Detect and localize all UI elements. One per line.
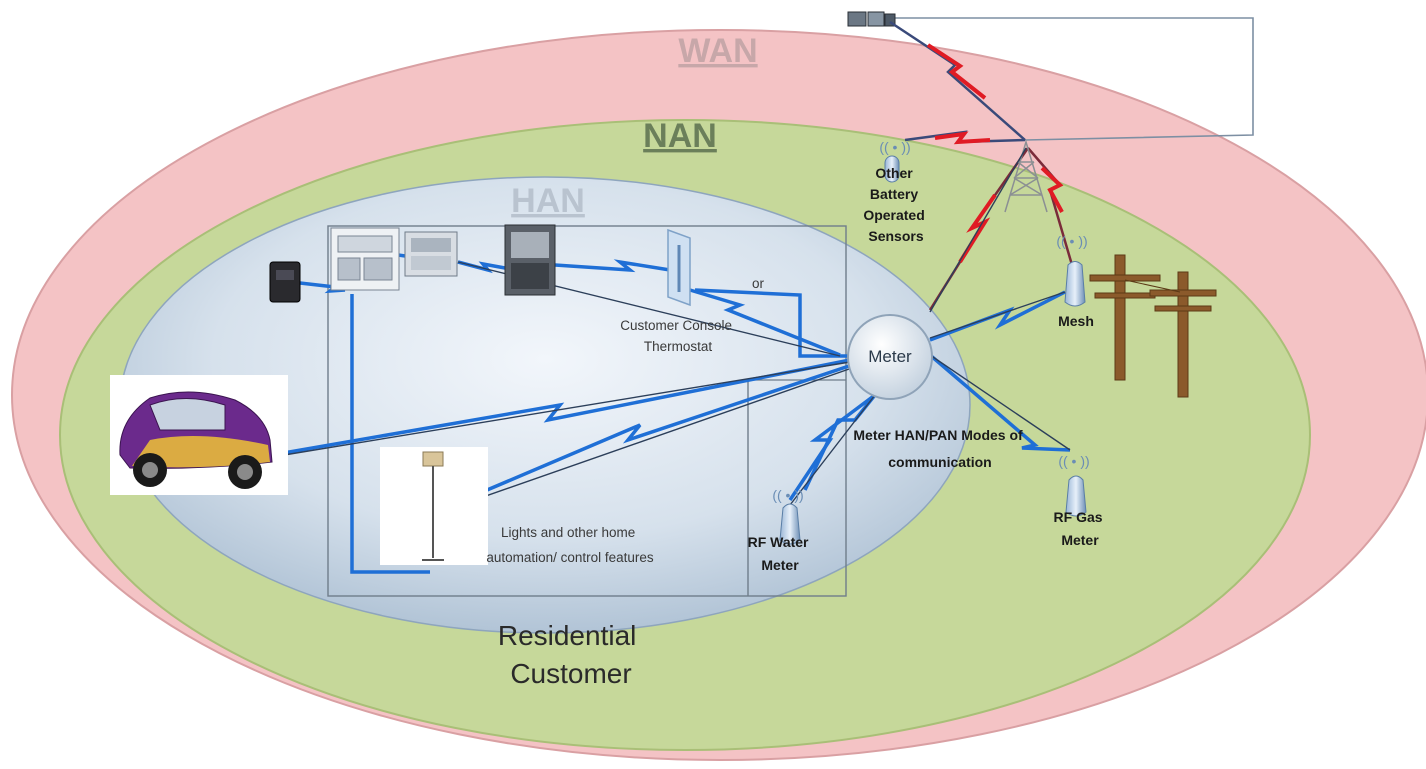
or-label: or (752, 276, 765, 291)
gas-meter-label: RF Gas Meter (1054, 509, 1107, 548)
gas-meter-pod-icon: (( • )) (1058, 453, 1090, 517)
mesh-pod-icon: (( • )) (1056, 233, 1088, 307)
svg-text:(( • )): (( • )) (879, 139, 910, 155)
thermostat-icon (667, 228, 691, 307)
water-meter-pod-icon: (( • )) (772, 487, 804, 545)
collector-icon (847, 11, 896, 27)
svg-text:(( • )): (( • )) (1056, 233, 1087, 249)
lights-label: Lights and other home automation/ contro… (486, 525, 654, 565)
han-links (271, 253, 1071, 574)
lamp-icon (380, 447, 488, 565)
nan-title: NAN (643, 117, 717, 155)
battery-sensors-label: Other Battery Operated Sensors (863, 165, 928, 244)
console-label: Customer Console Thermostat (620, 318, 736, 354)
modes-label: Meter HAN/PAN Modes of communication (853, 427, 1026, 470)
smart-meter-icon (847, 314, 933, 400)
wan-title: WAN (678, 32, 757, 70)
residential-customer-label: Residential Customer (498, 620, 644, 689)
electric-car-icon (110, 375, 288, 495)
water-meter-label: RF Water Meter (748, 534, 813, 573)
svg-text:(( • )): (( • )) (1058, 453, 1089, 469)
control-panel-icon (330, 227, 400, 291)
tower-icon (1004, 139, 1048, 213)
display-unit-icon (269, 261, 301, 303)
home-frame (327, 225, 847, 597)
wan-links (889, 20, 1074, 311)
meter-label: Meter (868, 347, 912, 366)
appliance-icon (504, 224, 556, 296)
han-title: HAN (511, 182, 585, 220)
utility-frame (888, 17, 1254, 141)
hvac-unit-icon (404, 231, 458, 277)
utility-poles-icon (1089, 254, 1217, 398)
svg-text:(( • )): (( • )) (772, 487, 803, 503)
mesh-label: Mesh (1058, 313, 1094, 329)
sensor-pod-icon: (( • )) (879, 139, 911, 183)
